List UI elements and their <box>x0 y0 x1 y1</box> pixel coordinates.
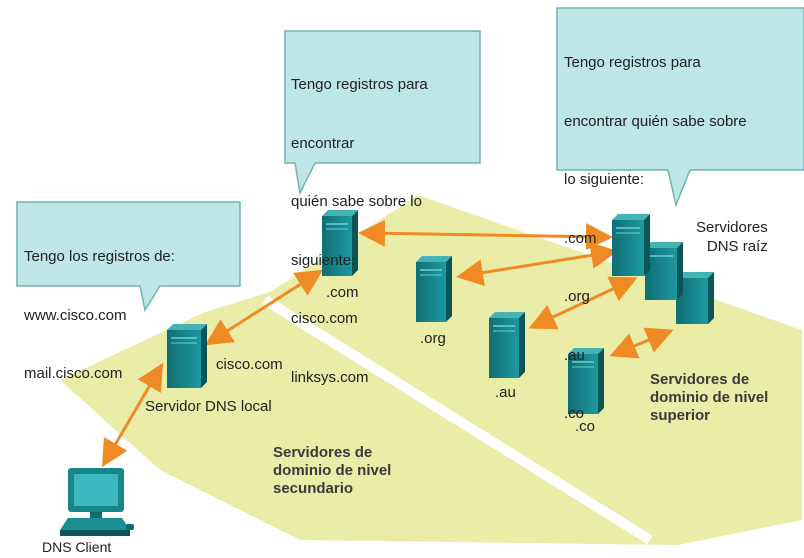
root-callout-line: .co <box>564 405 585 422</box>
root-servers-stack <box>612 214 714 324</box>
root-callout-text: Tengo registros para encontrar quién sab… <box>564 14 747 443</box>
root-callout-line: encontrar quién sabe sobre <box>564 112 747 130</box>
label-dns-client: DNS Client <box>42 539 112 555</box>
com-callout-line: encontrar <box>291 134 355 152</box>
arrow-au-root <box>528 276 638 330</box>
root-callout-line: lo siguiente: <box>564 171 645 188</box>
root-callout-bubble <box>556 7 804 208</box>
com-callout-line: quién sabe sobre lo <box>291 193 422 210</box>
dns-client-computer <box>60 468 134 536</box>
zone-divider <box>262 295 653 545</box>
root-callout-line: Tengo registros para <box>564 54 701 71</box>
label-org: .org <box>420 330 446 347</box>
com-callout-bubble <box>284 30 481 196</box>
server-com <box>322 210 358 276</box>
server-local <box>167 324 207 388</box>
label-local-server: Servidor DNS local <box>145 398 272 415</box>
arrow-local-com <box>204 269 324 346</box>
server-co <box>568 348 604 414</box>
root-callout-line: .com <box>564 229 597 247</box>
label-tld-servers: Servidores de dominio de nivel superior <box>650 371 769 424</box>
local-callout-bubble <box>16 201 241 312</box>
root-callout-line: .au <box>564 346 585 364</box>
local-callout-line: mail.cisco.com <box>24 365 123 382</box>
com-callout-line: siguiente: <box>291 251 356 269</box>
com-callout-line: cisco.com <box>291 310 358 327</box>
server-au <box>489 312 525 378</box>
second-level-zone <box>60 292 678 545</box>
local-callout-text: Tengo los registros de: www.cisco.com ma… <box>24 208 175 403</box>
arrow-client-local <box>101 362 164 468</box>
local-callout-line: www.cisco.com <box>24 306 127 324</box>
root-callout-line: .org <box>564 288 590 305</box>
label-com: .com <box>326 284 359 301</box>
label-au: .au <box>495 384 516 401</box>
arrow-org-root <box>456 241 618 287</box>
server-org <box>416 256 452 322</box>
label-cisco: cisco.com <box>216 356 283 373</box>
label-co: .co <box>575 418 596 435</box>
com-callout-line: Tengo registros para <box>291 76 428 93</box>
arrow-co-root <box>609 327 674 359</box>
label-second-level-servers: Servidores de dominio de nivel secundari… <box>273 444 392 497</box>
com-callout-line: linksys.com <box>291 368 369 386</box>
label-root-servers: Servidores DNS raíz <box>696 219 768 255</box>
com-callout-text: Tengo registros para encontrar quién sab… <box>291 36 428 407</box>
local-callout-line: Tengo los registros de: <box>24 248 175 265</box>
arrow-com-root <box>358 219 613 251</box>
